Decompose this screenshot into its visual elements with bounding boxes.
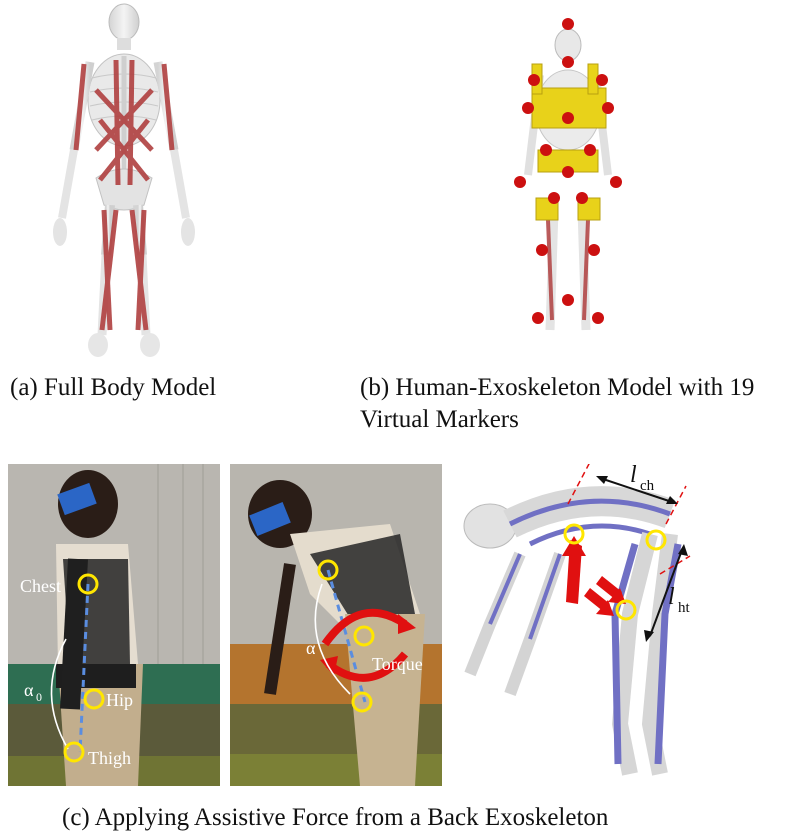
- label-alpha0-sub: 0: [36, 690, 42, 704]
- caption-c: (c) Applying Assistive Force from a Back…: [62, 802, 608, 833]
- caption-b-line2: Virtual Markers: [360, 404, 519, 435]
- label-lch-sub: ch: [640, 478, 655, 494]
- virtual-marker-icon: [610, 176, 622, 188]
- virtual-marker-icon: [548, 192, 560, 204]
- label-chest: Chest: [20, 576, 61, 596]
- label-lch: l: [630, 464, 637, 488]
- virtual-marker-icon: [532, 312, 544, 324]
- label-lht-sub: ht: [678, 600, 691, 616]
- virtual-marker-icon: [536, 244, 548, 256]
- photo-bending: α Torque: [230, 464, 442, 786]
- virtual-marker-icon: [522, 102, 534, 114]
- label-lht: l: [668, 584, 675, 610]
- virtual-marker-icon: [588, 244, 600, 256]
- virtual-marker-icon: [528, 74, 540, 86]
- human-exoskeleton-model-figure: [498, 0, 648, 365]
- virtual-marker-icon: [514, 176, 526, 188]
- skeleton-figure-icon: [53, 4, 195, 357]
- full-body-model-figure: [40, 0, 210, 365]
- bending-model-figure: l ch l ht: [450, 464, 790, 786]
- label-torque: Torque: [372, 654, 423, 674]
- virtual-marker-icon: [562, 18, 574, 30]
- virtual-marker-icon: [562, 294, 574, 306]
- label-alpha0: α: [24, 680, 34, 700]
- virtual-marker-icon: [592, 312, 604, 324]
- virtual-marker-icon: [562, 166, 574, 178]
- virtual-marker-icon: [562, 56, 574, 68]
- virtual-marker-icon: [602, 102, 614, 114]
- virtual-marker-icon: [584, 144, 596, 156]
- label-hip: Hip: [106, 690, 133, 710]
- caption-b-line1: (b) Human-Exoskeleton Model with 19: [360, 372, 754, 403]
- exoskeleton-skeleton-icon: [528, 29, 608, 330]
- virtual-marker-icon: [540, 144, 552, 156]
- virtual-marker-icon: [576, 192, 588, 204]
- virtual-marker-icon: [562, 112, 574, 124]
- label-thigh: Thigh: [88, 748, 131, 768]
- virtual-marker-icon: [596, 74, 608, 86]
- label-alpha: α: [306, 638, 316, 658]
- photo-standing: Chest Hip Thigh α 0: [8, 464, 220, 786]
- caption-a: (a) Full Body Model: [10, 372, 216, 403]
